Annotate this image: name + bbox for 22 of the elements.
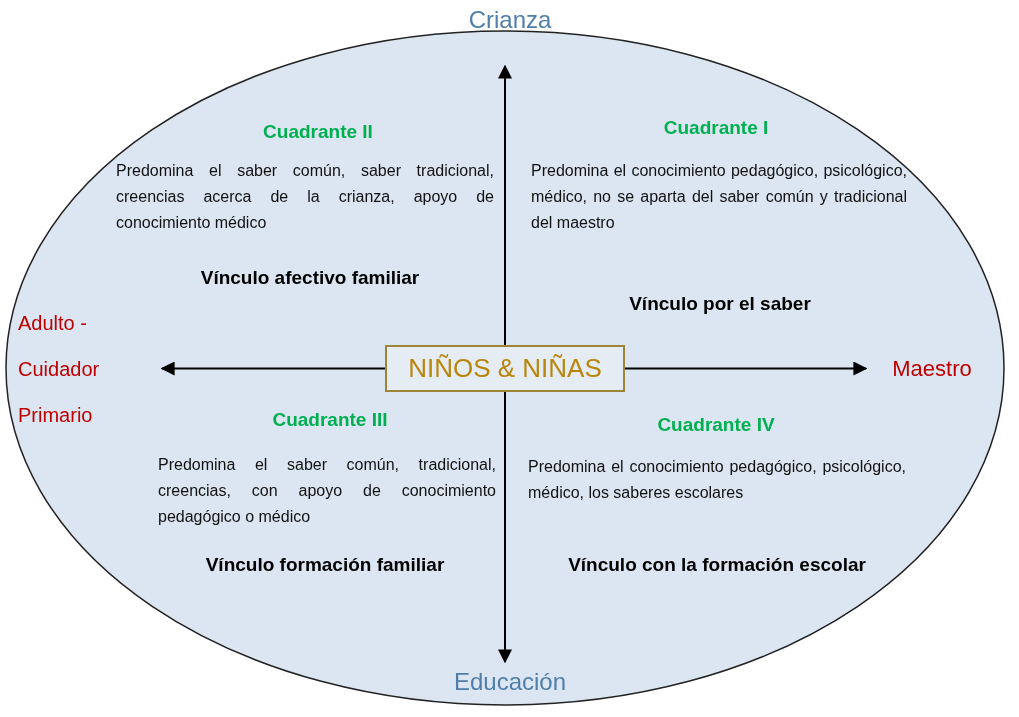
axis-label: Educación	[430, 664, 590, 700]
quadrant-description: Predomina el saber común, saber tradicional, creencias acerca de la crianza, apoyo de conocimiento médico	[116, 161, 494, 233]
bond-label: Vínculo por el saber	[628, 292, 812, 316]
quadrant-title: Cuadrante I	[662, 116, 770, 140]
axis-label: Maestro	[872, 352, 992, 386]
arrow	[624, 361, 868, 376]
center-box: NIÑOS & NIÑAS	[385, 345, 625, 392]
bond-label: Vínculo afectivo familiar	[199, 266, 421, 290]
arrow	[160, 361, 386, 376]
ellipse-background	[5, 30, 1005, 706]
axis-label: Adulto - Cuidador Primario	[18, 300, 158, 434]
arrow	[498, 64, 512, 346]
quadrant-description: Predomina el conocimiento pedagógico, psicológico, médico, los saberes escolares	[528, 457, 906, 503]
axis-label: Crianza	[440, 2, 580, 36]
bond-label: Vínculo con la formación escolar	[567, 553, 867, 577]
quadrant-title: Cuadrante III	[271, 408, 389, 432]
bond-label: Vínculo formación familiar	[204, 553, 446, 577]
quadrant-title: Cuadrante II	[262, 120, 374, 144]
quadrant-description: Predomina el saber común, tradicional, creencias, con apoyo de conocimiento pedagógico o médico	[158, 455, 496, 527]
quadrant-title: Cuadrante IV	[656, 413, 776, 437]
arrow	[498, 391, 512, 664]
quadrant-description: Predomina el conocimiento pedagógico, psicológico, médico, no se aparta del saber común y tradicional del maestro	[531, 161, 907, 233]
